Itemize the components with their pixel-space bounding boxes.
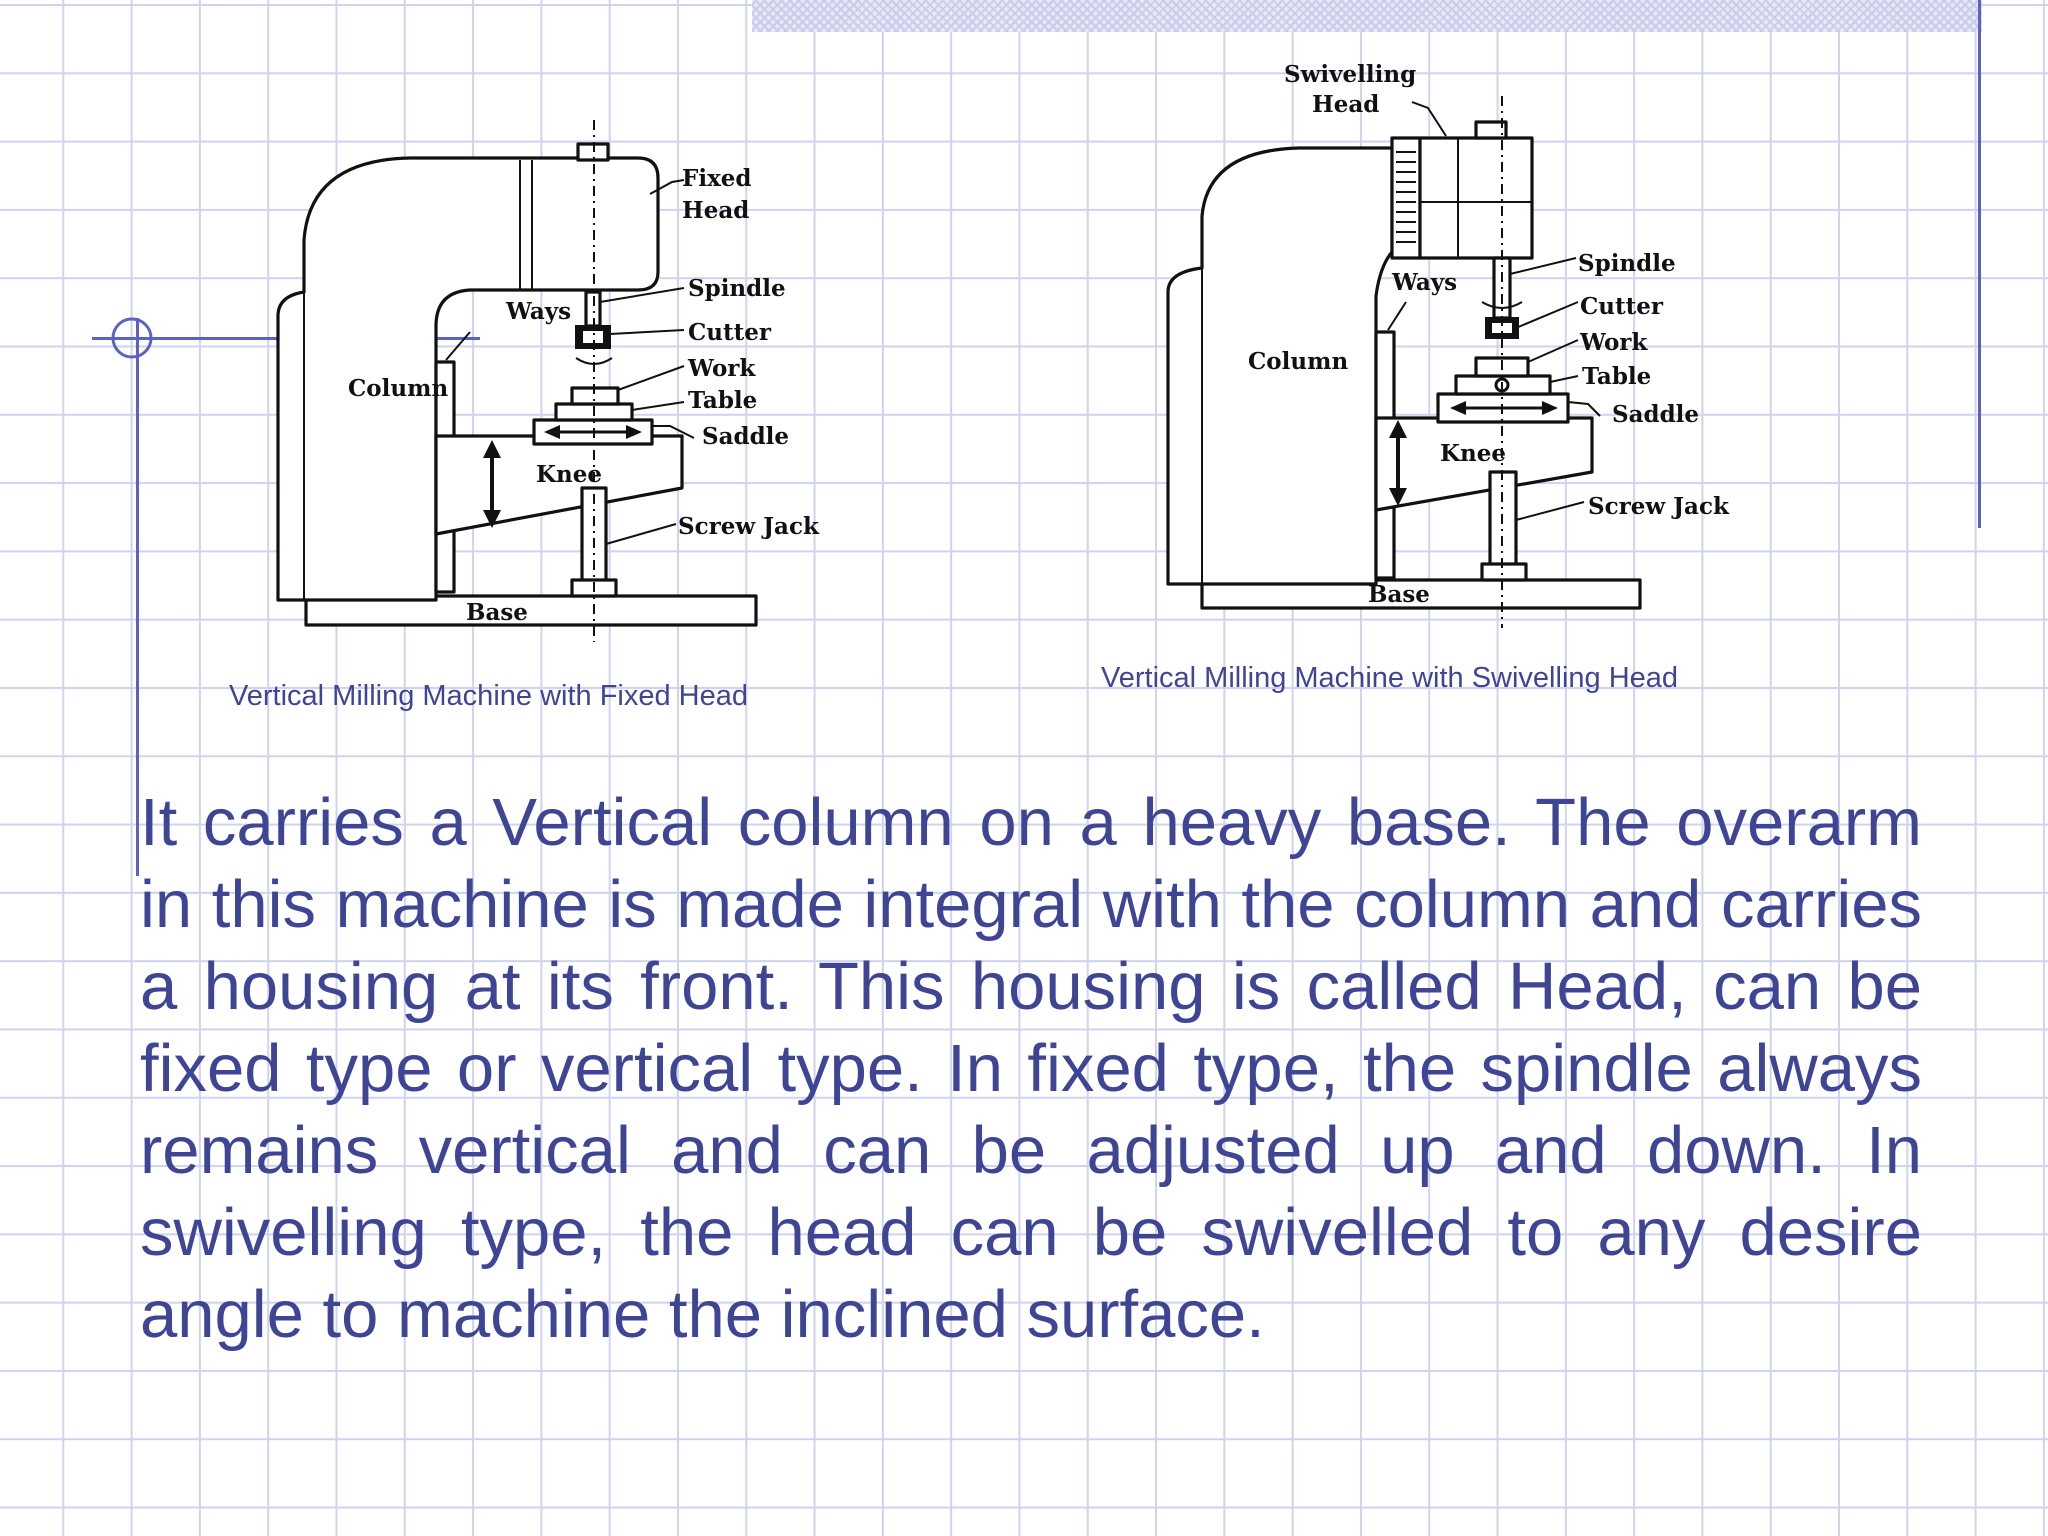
label-column: Column (348, 375, 448, 402)
label-swivelling-head-1: Swivelling (1284, 61, 1416, 88)
saddle-arrow-head-right (1542, 401, 1558, 415)
leader-work (617, 365, 685, 391)
label-screw-jack: Screw Jack (678, 513, 820, 540)
leader-table (631, 401, 685, 411)
column-shape (1166, 146, 1394, 586)
label-cutter: Cutter (1580, 293, 1664, 320)
label-column: Column (1248, 348, 1348, 375)
margin-rule-vertical-right (1978, 0, 1981, 528)
leader-ways (445, 331, 471, 361)
knee-arrow-head-up (1389, 420, 1407, 438)
leader-saddle (1567, 401, 1601, 417)
leader-spindle (599, 287, 685, 303)
swivel-scale-ticks (1396, 151, 1416, 243)
rotation-arc (575, 357, 613, 365)
leader-swivelling-head (1411, 101, 1447, 137)
body-paragraph: It carries a Vertical column on a heavy … (140, 785, 1922, 1352)
diagram-fixed-head: Fixed Head Spindle Cutter Work Table Sad… (270, 120, 830, 650)
leader-cutter (609, 329, 685, 335)
label-base: Base (466, 599, 528, 626)
cutter-inner (583, 331, 603, 343)
label-base: Base (1368, 581, 1430, 608)
saddle-arrow-head-left (544, 425, 560, 439)
label-screw-jack: Screw Jack (1588, 493, 1730, 520)
label-fixed-head-1: Fixed (682, 165, 752, 192)
label-ways: Ways (1391, 269, 1457, 296)
decorative-top-band (752, 0, 1982, 32)
leader-screw-jack (1515, 501, 1585, 521)
knee-arrow-head-up (483, 440, 501, 458)
label-fixed-head-2: Head (682, 197, 749, 224)
leader-screw-jack (605, 523, 677, 545)
caption-swivelling-head: Vertical Milling Machine with Swivelling… (1101, 662, 1679, 694)
label-spindle: Spindle (1578, 250, 1676, 277)
head-shape (1418, 136, 1534, 260)
label-cutter: Cutter (688, 319, 772, 346)
crosshair-icon (111, 317, 153, 359)
label-spindle: Spindle (688, 275, 786, 302)
caption-fixed-head: Vertical Milling Machine with Fixed Head (229, 680, 748, 712)
leader-cutter (1515, 301, 1579, 329)
label-table: Table (1582, 363, 1651, 390)
head-separator (519, 160, 533, 290)
leader-fixed-head (649, 179, 685, 195)
leader-ways (1387, 301, 1407, 331)
swivelling-head-drawing: Swivelling Head Spindle Cutter Work Tabl… (1166, 61, 1730, 628)
saddle-arrow-head-right (626, 425, 642, 439)
leader-work (1527, 339, 1579, 363)
diagram-swivelling-head: Swivelling Head Spindle Cutter Work Tabl… (1160, 52, 1730, 632)
swivel-scale-shape (1390, 136, 1422, 260)
screw-jack-foot (1480, 562, 1528, 582)
cutter-inner (1492, 323, 1512, 333)
rotation-arc (1481, 301, 1523, 309)
head-cap-shape (1474, 120, 1508, 140)
label-work: Work (1579, 329, 1648, 356)
label-knee: Knee (1440, 440, 1506, 467)
label-table: Table (688, 387, 757, 414)
leader-table (1549, 375, 1579, 383)
label-saddle: Saddle (1612, 401, 1699, 428)
leader-spindle (1509, 257, 1577, 275)
label-saddle: Saddle (702, 423, 789, 450)
label-ways: Ways (505, 298, 571, 325)
knee-arrow-head-down (483, 510, 501, 528)
label-swivelling-head-2: Head (1312, 91, 1379, 118)
margin-rule-vertical-left (136, 318, 139, 876)
label-work: Work (687, 355, 756, 382)
knee-arrow-head-down (1389, 488, 1407, 506)
leader-saddle (652, 425, 695, 439)
head-divider (1420, 138, 1532, 258)
label-knee: Knee (536, 461, 602, 488)
saddle-arrow-head-left (1450, 401, 1466, 415)
fixed-head-drawing: Fixed Head Spindle Cutter Work Table Sad… (276, 120, 820, 642)
